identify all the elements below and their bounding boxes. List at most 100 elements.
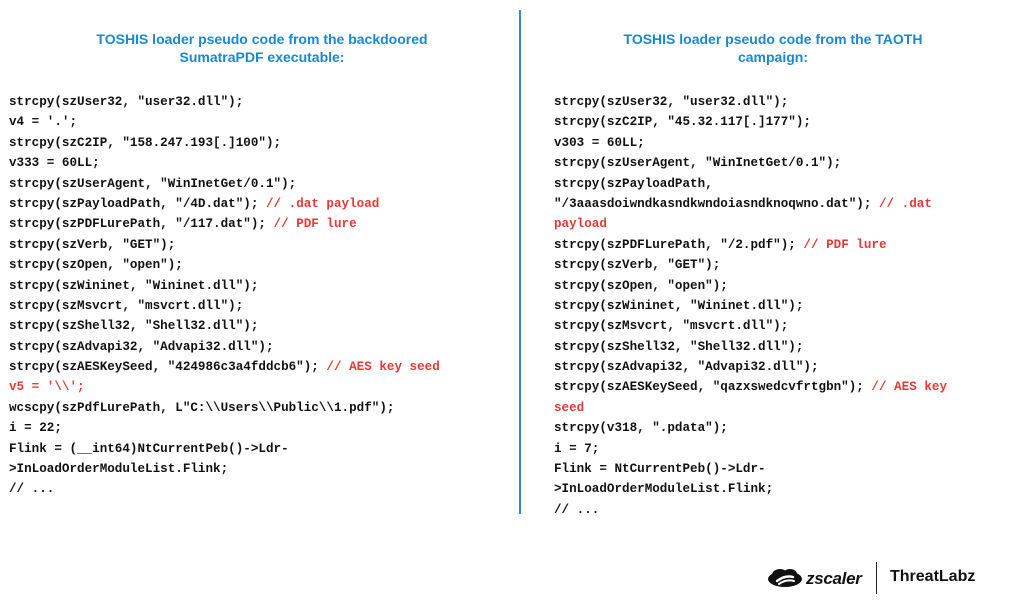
code-line: "/3aaasdoiwndkasndkwndoiasndknoqwno.dat"… — [554, 194, 947, 214]
code-line: v4 = '.'; — [9, 112, 440, 132]
right-panel-title: TOSHIS loader pseudo code from the TAOTH… — [563, 30, 983, 66]
code-line: strcpy(v318, ".pdata"); — [554, 418, 947, 438]
code-line: strcpy(szMsvcrt, "msvcrt.dll"); — [554, 316, 947, 336]
zscaler-brand-text: zscaler — [806, 569, 862, 588]
code-line: strcpy(szC2IP, "45.32.117[.]177"); — [554, 112, 947, 132]
code-text: strcpy(szMsvcrt, "msvcrt.dll"); — [554, 319, 789, 334]
code-text: strcpy(szAdvapi32, "Advapi32.dll"); — [9, 339, 274, 354]
code-text: strcpy(szOpen, "open"); — [9, 258, 183, 273]
code-text: strcpy(szPayloadPath, — [554, 176, 713, 191]
code-text: "/3aaasdoiwndkasndkwndoiasndknoqwno.dat"… — [554, 196, 879, 211]
panel-divider — [519, 10, 521, 514]
code-text: Flink = NtCurrentPeb()->Ldr- — [554, 462, 766, 477]
code-comment: // PDF lure — [803, 237, 887, 252]
left-title-line-1: TOSHIS loader pseudo code from the backd… — [96, 31, 428, 47]
code-line: payload — [554, 214, 947, 234]
threatlabz-label: ThreatLabz — [890, 568, 976, 585]
code-line: >InLoadOrderModuleList.Flink; — [9, 459, 440, 479]
code-text: strcpy(szVerb, "GET"); — [554, 258, 721, 273]
left-title-line-2: SumatraPDF executable: — [179, 49, 345, 65]
code-comment: v5 = '\\'; — [9, 380, 85, 395]
code-line: strcpy(szPayloadPath, "/4D.dat"); // .da… — [9, 194, 440, 214]
code-line: strcpy(szVerb, "GET"); — [9, 235, 440, 255]
code-text: // ... — [9, 482, 55, 497]
code-text: strcpy(szUser32, "user32.dll"); — [9, 95, 244, 109]
code-text: strcpy(szUserAgent, "WinInetGet/0.1"); — [9, 176, 297, 191]
code-text: v4 = '.'; — [9, 115, 78, 130]
code-text: strcpy(szPayloadPath, "/4D.dat"); — [9, 196, 266, 211]
code-text: strcpy(szVerb, "GET"); — [9, 237, 176, 252]
code-line: strcpy(szPDFLurePath, "/2.pdf"); // PDF … — [554, 235, 947, 255]
left-code-block: strcpy(szUser32, "user32.dll"); v4 = '.';… — [9, 92, 440, 500]
code-text: strcpy(szOpen, "open"); — [554, 278, 728, 293]
code-text: strcpy(szWininet, "Wininet.dll"); — [554, 298, 804, 313]
code-line: strcpy(szPDFLurePath, "/117.dat"); // PD… — [9, 214, 440, 234]
left-panel-title: TOSHIS loader pseudo code from the backd… — [72, 30, 452, 66]
code-text: i = 22; — [9, 421, 62, 436]
right-code-block: strcpy(szUser32, "user32.dll"); strcpy(sz… — [554, 92, 947, 520]
code-line: strcpy(szUser32, "user32.dll"); — [554, 92, 947, 112]
right-title-line-1: TOSHIS loader pseudo code from the TAOTH — [623, 31, 923, 47]
code-text: strcpy(szWininet, "Wininet.dll"); — [9, 278, 259, 293]
code-line: strcpy(szUserAgent, "WinInetGet/0.1"); — [554, 153, 947, 173]
zscaler-cloud-logo-icon — [768, 569, 802, 587]
code-line: seed — [554, 398, 947, 418]
code-line: i = 7; — [554, 439, 947, 459]
code-comment: // AES key — [871, 380, 947, 395]
code-line: strcpy(szUserAgent, "WinInetGet/0.1"); — [9, 174, 440, 194]
code-line: Flink = NtCurrentPeb()->Ldr- — [554, 459, 947, 479]
code-comment: payload — [554, 217, 607, 232]
code-line: v5 = '\\'; — [9, 377, 440, 397]
code-text: strcpy(szC2IP, "158.247.193[.]100"); — [9, 135, 282, 150]
code-line: i = 22; — [9, 418, 440, 438]
code-line: strcpy(szShell32, "Shell32.dll"); — [9, 316, 440, 336]
footer-separator — [876, 562, 877, 594]
code-text: strcpy(szAESKeySeed, "424986c3a4fddcb6")… — [9, 360, 327, 375]
code-text: Flink = (__int64)NtCurrentPeb()->Ldr- — [9, 441, 289, 456]
code-comment: // AES key seed — [326, 360, 440, 375]
right-title-line-2: campaign: — [737, 49, 808, 65]
code-line: strcpy(szAdvapi32, "Advapi32.dll"); — [9, 337, 440, 357]
code-text: >InLoadOrderModuleList.Flink; — [9, 462, 229, 477]
code-text: strcpy(szShell32, "Shell32.dll"); — [9, 319, 259, 334]
code-line: strcpy(szAESKeySeed, "qazxswedcvfrtgbn")… — [554, 377, 947, 397]
code-line: strcpy(szWininet, "Wininet.dll"); — [9, 276, 440, 296]
code-line: strcpy(szOpen, "open"); — [554, 276, 947, 296]
code-text: strcpy(szMsvcrt, "msvcrt.dll"); — [9, 298, 244, 313]
code-line: >InLoadOrderModuleList.Flink; — [554, 479, 947, 499]
code-text: strcpy(v318, ".pdata"); — [554, 421, 728, 436]
code-text: strcpy(szPDFLurePath, "/117.dat"); — [9, 217, 274, 232]
code-comment: // .dat payload — [265, 196, 380, 211]
code-text: strcpy(szPDFLurePath, "/2.pdf"); — [554, 237, 804, 252]
code-line: strcpy(szPayloadPath, — [554, 174, 947, 194]
code-line: v303 = 60LL; — [554, 133, 947, 153]
code-line: wcscpy(szPdfLurePath, L"C:\\Users\\Publi… — [9, 398, 440, 418]
code-text: v303 = 60LL; — [554, 135, 645, 150]
code-line: strcpy(szMsvcrt, "msvcrt.dll"); — [9, 296, 440, 316]
code-line: strcpy(szWininet, "Wininet.dll"); — [554, 296, 947, 316]
code-line: strcpy(szC2IP, "158.247.193[.]100"); — [9, 133, 440, 153]
code-text: strcpy(szAdvapi32, "Advapi32.dll"); — [554, 360, 819, 375]
code-line: strcpy(szVerb, "GET"); — [554, 255, 947, 275]
code-text: wcscpy(szPdfLurePath, L"C:\\Users\\Publi… — [9, 400, 395, 415]
code-line: v333 = 60LL; — [9, 153, 440, 173]
code-comment: // .dat — [878, 196, 932, 211]
code-line: strcpy(szAdvapi32, "Advapi32.dll"); — [554, 357, 947, 377]
code-line: strcpy(szUser32, "user32.dll"); — [9, 92, 440, 112]
code-line: strcpy(szAESKeySeed, "424986c3a4fddcb6")… — [9, 357, 440, 377]
code-text: strcpy(szAESKeySeed, "qazxswedcvfrtgbn")… — [554, 380, 872, 395]
code-text: i = 7; — [554, 441, 600, 456]
code-text: v333 = 60LL; — [9, 156, 100, 171]
code-line: strcpy(szOpen, "open"); — [9, 255, 440, 275]
code-text: // ... — [554, 502, 600, 517]
code-text: strcpy(szShell32, "Shell32.dll"); — [554, 339, 804, 354]
code-text: strcpy(szC2IP, "45.32.117[.]177"); — [554, 115, 811, 130]
code-comment: seed — [554, 400, 585, 415]
code-line: Flink = (__int64)NtCurrentPeb()->Ldr- — [9, 439, 440, 459]
code-line: // ... — [554, 500, 947, 520]
code-text: strcpy(szUser32, "user32.dll"); — [554, 95, 789, 109]
code-line: // ... — [9, 479, 440, 499]
code-text: strcpy(szUserAgent, "WinInetGet/0.1"); — [554, 156, 842, 171]
code-line: strcpy(szShell32, "Shell32.dll"); — [554, 337, 947, 357]
code-comment: // PDF lure — [273, 217, 357, 232]
